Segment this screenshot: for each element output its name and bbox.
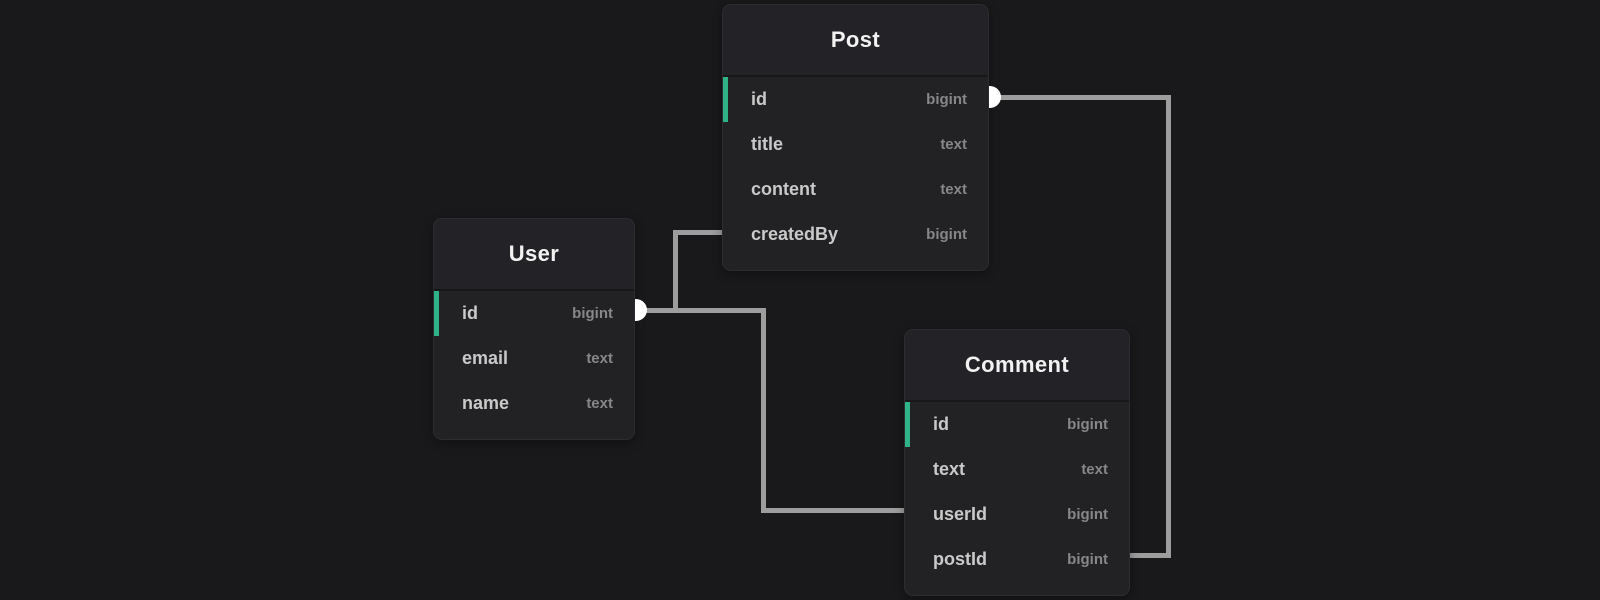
field-name: content — [751, 179, 816, 199]
table-title: Comment — [964, 352, 1070, 377]
relationship-source-connector-user-id[interactable] — [635, 299, 647, 321]
field-row-user-name: name text — [434, 381, 634, 426]
field-type: text — [940, 136, 967, 153]
primary-key-indicator — [905, 402, 910, 447]
field-name: title — [751, 134, 784, 154]
table-body: id bigint title text content text create… — [723, 77, 988, 270]
field-row-comment-id: id bigint — [905, 402, 1129, 447]
field-name: postId — [933, 549, 987, 569]
field-name: email — [462, 348, 509, 368]
edge-segment — [761, 308, 766, 513]
field-name: text — [933, 459, 966, 479]
relationship-source-connector-post-id[interactable] — [989, 86, 1001, 108]
edge-segment — [761, 508, 904, 513]
edge-segment — [673, 230, 723, 235]
table-header-post[interactable]: Post — [723, 5, 988, 77]
field-row-post-createdby: createdBy bigint — [723, 212, 988, 257]
field-row-post-content: content text — [723, 167, 988, 212]
field-row-comment-postid: postId bigint — [905, 537, 1129, 582]
field-row-user-id: id bigint — [434, 291, 634, 336]
table-card-comment[interactable]: Comment id bigint text text userId bigin… — [904, 329, 1130, 596]
edge-segment — [1166, 95, 1171, 558]
primary-key-indicator — [434, 291, 439, 336]
field-name: userId — [933, 504, 988, 524]
field-type: text — [1081, 461, 1108, 478]
field-row-comment-text: text text — [905, 447, 1129, 492]
table-title: Post — [830, 27, 881, 52]
table-card-post[interactable]: Post id bigint title text content text c… — [722, 4, 989, 271]
field-type: bigint — [1067, 551, 1108, 568]
edge-segment — [640, 308, 766, 313]
edge-segment — [1130, 553, 1171, 558]
primary-key-indicator — [723, 77, 728, 122]
field-type: bigint — [926, 91, 967, 108]
field-type: text — [586, 395, 613, 412]
table-body: id bigint text text userId bigint postId… — [905, 402, 1129, 595]
field-name: createdBy — [751, 224, 839, 244]
field-type: text — [586, 350, 613, 367]
field-type: bigint — [926, 226, 967, 243]
field-type: bigint — [1067, 416, 1108, 433]
field-row-post-id: id bigint — [723, 77, 988, 122]
field-row-post-title: title text — [723, 122, 988, 167]
field-name: name — [462, 393, 510, 413]
field-type: text — [940, 181, 967, 198]
edge-segment — [996, 95, 1171, 100]
table-title: User — [508, 241, 560, 266]
table-card-user[interactable]: User id bigint email text name text — [433, 218, 635, 440]
field-type: bigint — [572, 305, 613, 322]
field-name: id — [933, 414, 949, 434]
field-name: id — [462, 303, 478, 323]
field-row-user-email: email text — [434, 336, 634, 381]
edge-segment — [673, 230, 678, 313]
table-body: id bigint email text name text — [434, 291, 634, 439]
field-type: bigint — [1067, 506, 1108, 523]
table-header-comment[interactable]: Comment — [905, 330, 1129, 402]
table-header-user[interactable]: User — [434, 219, 634, 291]
field-name: id — [751, 89, 767, 109]
field-row-comment-userid: userId bigint — [905, 492, 1129, 537]
